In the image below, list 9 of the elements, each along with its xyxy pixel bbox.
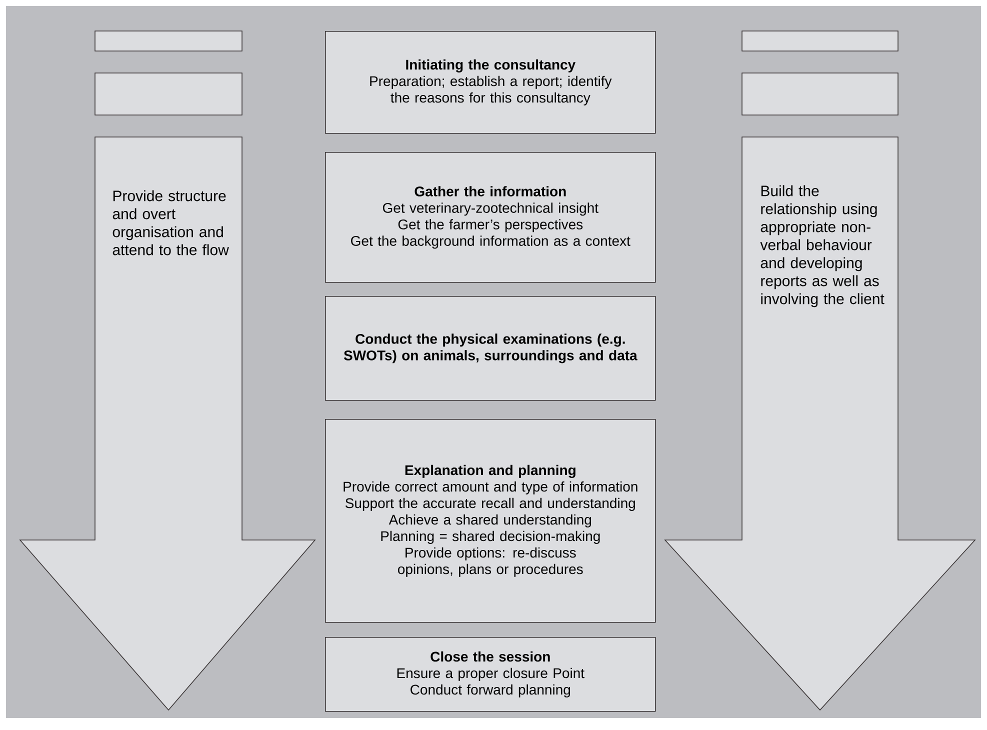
step-box: Initiating the consultancy Preparation; establish a report; identify the reasons for this consultancy [325,31,656,134]
step-box: Conduct the physical examinations (e.g. SWOTs) on animals, surroundings and data [325,296,656,401]
empty-box [742,30,898,52]
empty-box [742,72,898,116]
empty-box [94,72,242,116]
step-box: Gather the information Get veterinary-zootechnical insight Get the farmer’s perspectives Get the background information as a context [325,152,656,283]
empty-box [94,30,242,52]
step-box: Close the session Ensure a proper closure Point Conduct forward planning [325,637,656,712]
step-box: Explanation and planning Provide correct amount and type of information Support the accurate recall and understanding Achieve a shared understanding Planning = shared decision-making Provide options: re-discuss opinions, plans or procedures [325,419,656,623]
